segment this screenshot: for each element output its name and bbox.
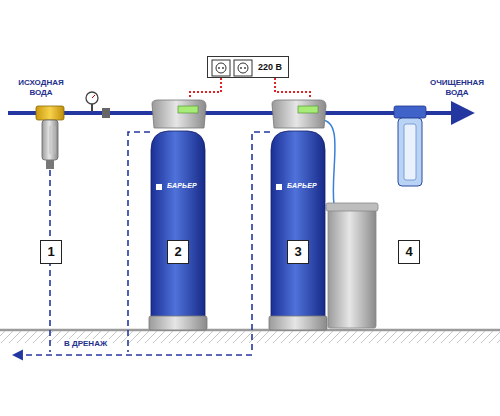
brand-logo: БАРЬЕР [167,182,197,189]
socket [212,60,230,76]
socket [234,60,252,76]
callout-number: 3 [287,240,309,264]
display [178,106,198,113]
logo-mark [276,184,282,190]
tank-body [271,131,325,320]
tank-outline [148,98,208,332]
drain-lines [14,132,270,355]
socket-ring [216,63,226,73]
filter-tank: БАРЬЕР 3 [268,98,328,332]
callout-number: 4 [398,240,420,264]
valve [102,108,110,118]
ground-line [0,329,500,332]
callout-number: 2 [167,240,189,264]
power-socket-panel: 220 В [207,56,289,78]
logo-mark [156,184,162,190]
display [298,106,318,113]
number-text: 1 [47,243,55,261]
mesh-filter [36,106,64,169]
power-wire [275,78,310,98]
tank-outline [268,98,328,332]
inlet-label: ИСХОДНАЯ ВОДА [6,78,76,98]
socket-pin [240,67,242,69]
number-text: 4 [405,243,413,261]
tank-body [151,131,205,320]
number-text: 3 [294,243,302,261]
cartridge-filter [394,106,426,186]
tank-base [149,316,207,330]
brand-logo: БАРЬЕР [287,182,317,189]
brine-tank [321,120,378,328]
callout-number: 1 [40,240,62,264]
filter-tank: БАРЬЕР 2 [148,98,208,332]
drain-label: В ДРЕНАЖ [62,339,109,349]
socket-pin [244,67,246,69]
power-wire [190,78,221,98]
number-text: 2 [174,243,182,261]
control-valve-head [272,100,326,128]
socket-icons [211,59,255,77]
control-valve-head [152,100,206,128]
tank-base [269,316,327,330]
pressure-gauge [86,92,110,118]
socket-pin [218,67,220,69]
outlet-label: ОЧИЩЕННАЯ ВОДА [418,78,496,98]
socket-ring [238,63,248,73]
socket-pin [222,67,224,69]
voltage-label: 220 В [258,61,282,73]
